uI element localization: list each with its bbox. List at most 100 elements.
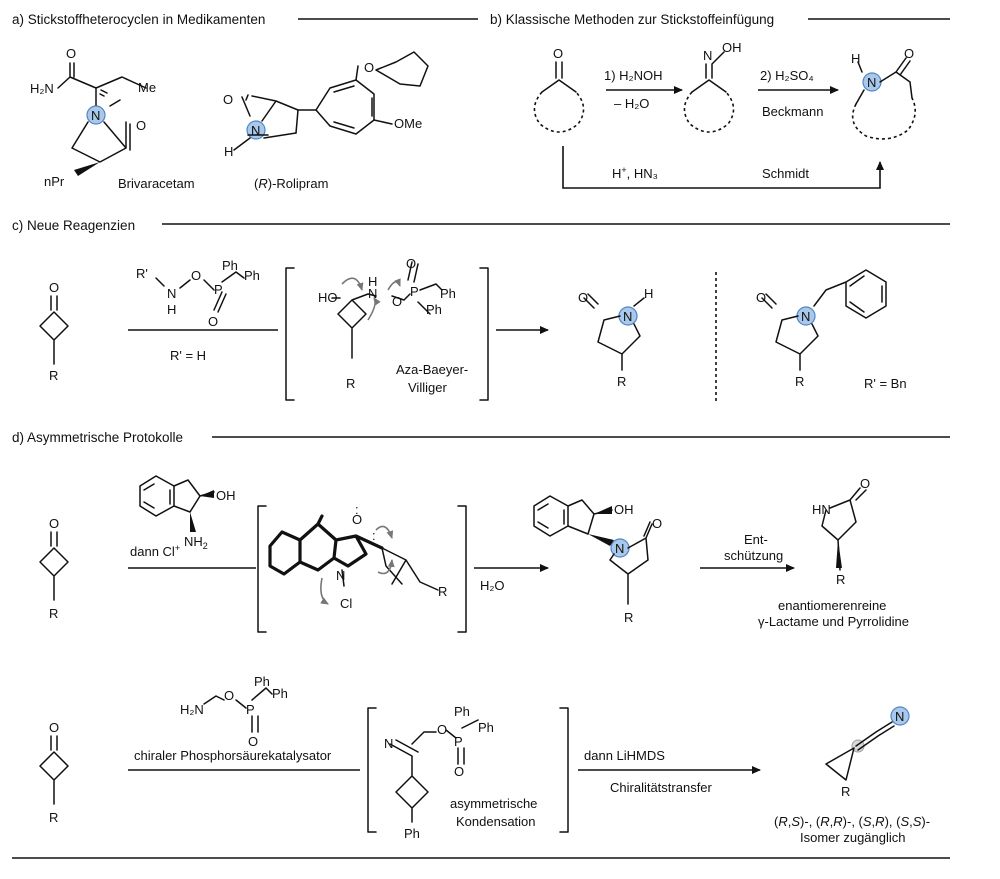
reagent-p: P [214, 282, 223, 297]
prod1d-oh: OH [614, 502, 634, 517]
oxime-oh: OH [722, 40, 742, 55]
section-c-header: c) Neue Reagenzien [12, 218, 135, 233]
int2-p: P [454, 734, 463, 749]
condensation-label-2: Kondensation [456, 814, 536, 829]
rolipram-h: H [224, 144, 233, 159]
int1-cl: Cl [340, 596, 352, 611]
lactam-h: H [851, 51, 860, 66]
int2-o-double: O [454, 764, 464, 779]
bracket-d2-right [559, 707, 569, 833]
sm1-o: O [49, 516, 59, 531]
cyclic-ketone: O [533, 46, 585, 133]
cyclobutanone-r: R [49, 368, 58, 383]
int1-lone-pair-2: : [372, 528, 376, 543]
reagent-n: N [167, 286, 176, 301]
product2-o: O [756, 290, 766, 305]
reagent2-ph2: Ph [272, 686, 288, 701]
chiral-pyrrolidinone: HN O R [812, 476, 870, 587]
product2-r: R [795, 374, 804, 389]
section-d: d) Asymmetrische Protokolle O R OH NH2 d… [12, 430, 950, 859]
section-a: a) Stickstoffheterocyclen in Medikamente… [12, 12, 478, 191]
product1-r: R [617, 374, 626, 389]
section-c: c) Neue Reagenzien O R R' N H O P Ph Ph … [12, 218, 950, 404]
nitrogen-highlight [890, 706, 910, 726]
isomer-line-1: (R,S)-, (R,R)-, (S,R), (S,S)- [774, 814, 930, 829]
aux-nh2: NH2 [184, 534, 208, 551]
bracket-right [479, 267, 489, 401]
product1-o: O [578, 290, 588, 305]
oxime: N OH [683, 40, 742, 133]
oxaziridine-intermediate: O : : N Cl R [268, 502, 447, 611]
reagent2-h2n: H₂N [180, 702, 204, 717]
dppha-reagent: H₂N O P Ph Ph O [180, 674, 288, 749]
reagent-h: H [167, 302, 176, 317]
int2-o: O [437, 722, 447, 737]
intermediate-ph1: Ph [440, 286, 456, 301]
rolipram-ome: OMe [394, 116, 422, 131]
pyrrolidinone-nh: O N H R [578, 286, 653, 389]
intermediate-o-double: O [406, 256, 416, 271]
int2-n: N [384, 736, 393, 751]
reagent-ph1: Ph [222, 258, 238, 273]
intermediate-h: H [368, 274, 377, 289]
product1-h: H [644, 286, 653, 301]
ketone-o: O [553, 46, 563, 61]
cond-chirality: Chiralitätstransfer [610, 780, 713, 795]
reagent-r: R' [136, 266, 148, 281]
rolipram-ether-o: O [364, 60, 374, 75]
int1-lone-pair-1: : [355, 502, 359, 517]
bn-note: R' = Bn [864, 376, 907, 391]
final-r: R [836, 572, 845, 587]
cond-cl: dann Cl+ [130, 543, 180, 559]
brivaracetam-o: O [66, 46, 76, 61]
product2-n: N [801, 309, 810, 324]
step2-reagent: 2) H₂SO₄ [760, 68, 814, 83]
section-b-header: b) Klassische Methoden zur Stickstoffein… [490, 12, 774, 27]
cond-lihmds: dann LiHMDS [584, 748, 665, 763]
cyclobutanone-d2: O R [39, 720, 69, 825]
rolipram-n: N [251, 123, 260, 138]
rolipram-o: O [223, 92, 233, 107]
int2-ph2: Ph [478, 720, 494, 735]
result-line-1: enantiomerenreine [778, 598, 886, 613]
section-d-header: d) Asymmetrische Protokolle [12, 430, 183, 445]
condensation-label-1: asymmetrische [450, 796, 537, 811]
reagent2-ph1: Ph [254, 674, 270, 689]
brivaracetam-h2n: H₂N [30, 81, 54, 96]
schmidt-label: Schmidt [762, 166, 809, 181]
intermediate-n: N [368, 286, 377, 301]
beckmann-label: Beckmann [762, 104, 823, 119]
intermediate-p: P [410, 284, 419, 299]
lactam-n: N [867, 75, 876, 90]
bracket-left [285, 267, 295, 401]
schmidt-arrow [562, 146, 884, 189]
oxime-n: N [703, 48, 712, 63]
prod1d-r: R [624, 610, 633, 625]
lactam-product: H N O [851, 46, 916, 140]
nitrile-r: R [841, 784, 850, 799]
pyrrolidinone-nbn: O N R [756, 269, 887, 389]
oxime-ester-intermediate: N O P Ph Ph O Ph [384, 704, 494, 841]
bracket-d2-left [367, 707, 377, 833]
intermediate-ho: HO [318, 290, 338, 305]
brivaracetam-n: N [91, 108, 100, 123]
sm2-r: R [49, 810, 58, 825]
cyclopropyl-nitrile: N R [825, 706, 910, 799]
brivaracetam-structure: H₂N O Me N O nPr [30, 46, 156, 189]
condition-rh: R' = H [170, 348, 206, 363]
cyclobutanone: O R [39, 280, 69, 383]
bracket-d1-right [457, 505, 467, 633]
water: H₂O [480, 578, 505, 593]
int1-n: N [336, 568, 345, 583]
int2-ph1: Ph [454, 704, 470, 719]
int1-r: R [438, 584, 447, 599]
reagent-o-double: O [208, 314, 218, 329]
section-b: b) Klassische Methoden zur Stickstoffein… [490, 12, 950, 189]
cyclobutanone-d1: O R [39, 516, 69, 621]
intermediate-ph2: Ph [426, 302, 442, 317]
cyclobutanone-o: O [49, 280, 59, 295]
nitrile-n: N [895, 709, 904, 724]
wedge-bond [74, 162, 100, 176]
brivaracetam-npr: nPr [44, 174, 65, 189]
